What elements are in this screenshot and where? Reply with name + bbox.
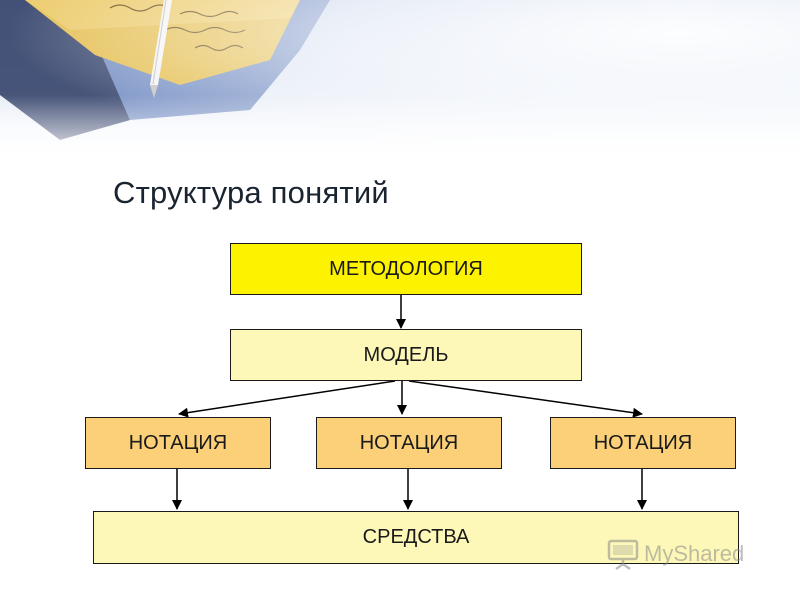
arrow-model-to-notation-1 [178, 380, 396, 418]
box-tools: СРЕДСТВА [93, 511, 739, 564]
box-notation-3-label: НОТАЦИЯ [593, 431, 693, 454]
arrow-model-to-notation-3 [408, 380, 643, 418]
projector-screen-icon [607, 539, 639, 571]
box-model: МОДЕЛЬ [230, 329, 582, 381]
watermark-text: MyShared [644, 541, 745, 566]
watermark: MyShared [606, 535, 744, 573]
box-notation-1-label: НОТАЦИЯ [128, 431, 228, 454]
box-tools-label: СРЕДСТВА [362, 526, 470, 548]
box-notation-2: НОТАЦИЯ [316, 417, 502, 469]
box-notation-2-label: НОТАЦИЯ [359, 431, 459, 454]
slide-title: Структура понятий [113, 175, 389, 210]
box-methodology-label: МЕТОДОЛОГИЯ [329, 257, 483, 280]
box-methodology: МЕТОДОЛОГИЯ [230, 243, 582, 295]
header-banner [0, 0, 800, 165]
banner-fade [0, 95, 800, 165]
box-notation-1: НОТАЦИЯ [85, 417, 271, 469]
box-model-label: МОДЕЛЬ [363, 343, 449, 366]
box-notation-3: НОТАЦИЯ [550, 417, 736, 469]
